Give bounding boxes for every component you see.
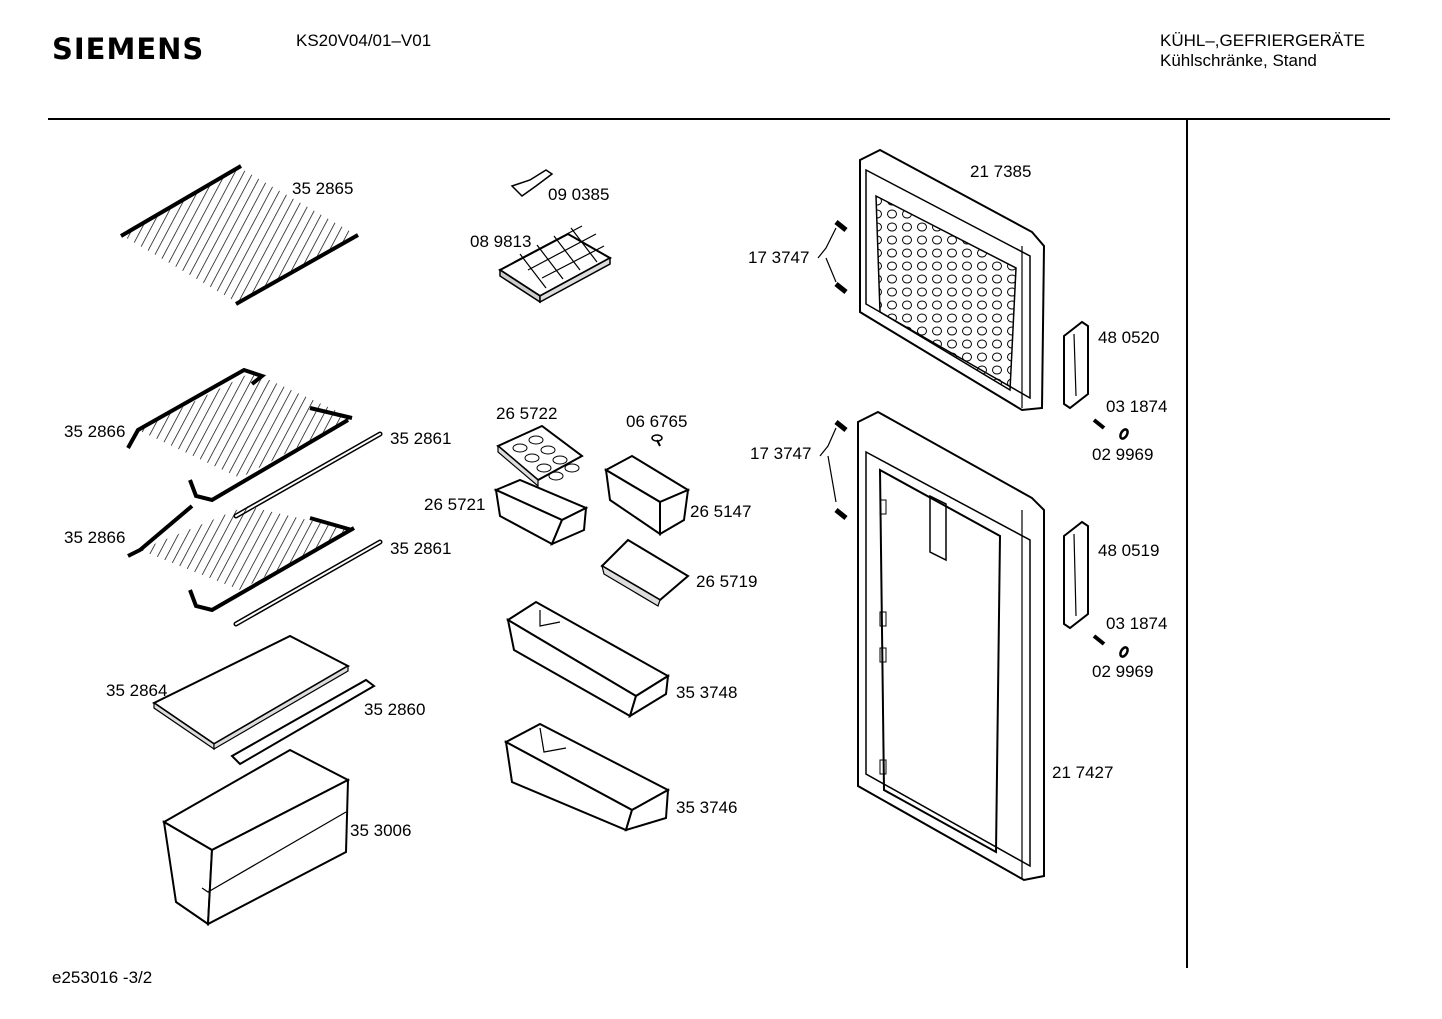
label-089813: 08 9813 (470, 232, 531, 251)
label-352864: 35 2864 (106, 681, 167, 700)
label-352866-lower: 35 2866 (64, 528, 125, 547)
label-352860: 35 2860 (364, 700, 425, 719)
label-031874-upper: 03 1874 (1106, 397, 1167, 416)
document-id: e253016 -3/2 (52, 968, 153, 987)
screws-freezer (817, 220, 848, 294)
door-bin-lower (503, 722, 671, 832)
pin-part (651, 434, 663, 447)
label-173747-upper: 17 3747 (748, 248, 809, 267)
shelf-frame-lower (127, 504, 383, 627)
label-031874-lower: 03 1874 (1106, 614, 1167, 633)
label-029969-upper: 02 9969 (1092, 445, 1153, 464)
glass-plate (152, 634, 351, 751)
screw-washer-lower (1092, 634, 1129, 658)
label-480520: 48 0520 (1098, 328, 1159, 347)
fridge-door (857, 410, 1045, 882)
label-265147: 26 5147 (690, 502, 751, 521)
door-bin-upper (506, 600, 670, 719)
label-352865: 35 2865 (292, 179, 353, 198)
freezer-door (859, 148, 1046, 412)
crisper-drawer (162, 748, 351, 926)
label-353006: 35 3006 (350, 821, 411, 840)
label-265722: 26 5722 (496, 404, 557, 423)
small-door-bin (493, 478, 589, 546)
brand-logo: SIEMENS (52, 32, 205, 66)
category-subtitle: Kühlschränke, Stand (1160, 51, 1317, 70)
label-352861-lower: 35 2861 (390, 539, 451, 558)
label-217385: 21 7385 (970, 162, 1031, 181)
label-480519: 48 0519 (1098, 541, 1159, 560)
label-352861-upper: 35 2861 (390, 429, 451, 448)
screws-fridge (819, 420, 848, 520)
ice-scraper (510, 169, 554, 197)
screw-washer-upper (1092, 418, 1129, 440)
shelf-frame-upper (126, 367, 383, 519)
label-352866-upper: 35 2866 (64, 422, 125, 441)
front-strip (230, 678, 376, 766)
category-title: KÜHL–,GEFRIERGERÄTE (1160, 31, 1365, 50)
egg-tray (496, 424, 584, 488)
label-353746: 35 3746 (676, 798, 737, 817)
ice-cube-tray (498, 225, 613, 304)
butter-tray (600, 538, 690, 607)
label-029969-lower: 02 9969 (1092, 662, 1153, 681)
label-173747-lower: 17 3747 (750, 444, 811, 463)
model-number: KS20V04/01–V01 (296, 31, 432, 50)
label-066765: 06 6765 (626, 412, 687, 431)
dairy-compartment (603, 454, 691, 536)
handle-fridge (1063, 520, 1089, 630)
label-090385: 09 0385 (548, 185, 609, 204)
wire-shelf-top (119, 164, 359, 306)
label-217427: 21 7427 (1052, 763, 1113, 782)
label-265721: 26 5721 (424, 495, 485, 514)
handle-freezer (1063, 320, 1089, 410)
label-265719: 26 5719 (696, 572, 757, 591)
label-353748: 35 3748 (676, 683, 737, 702)
